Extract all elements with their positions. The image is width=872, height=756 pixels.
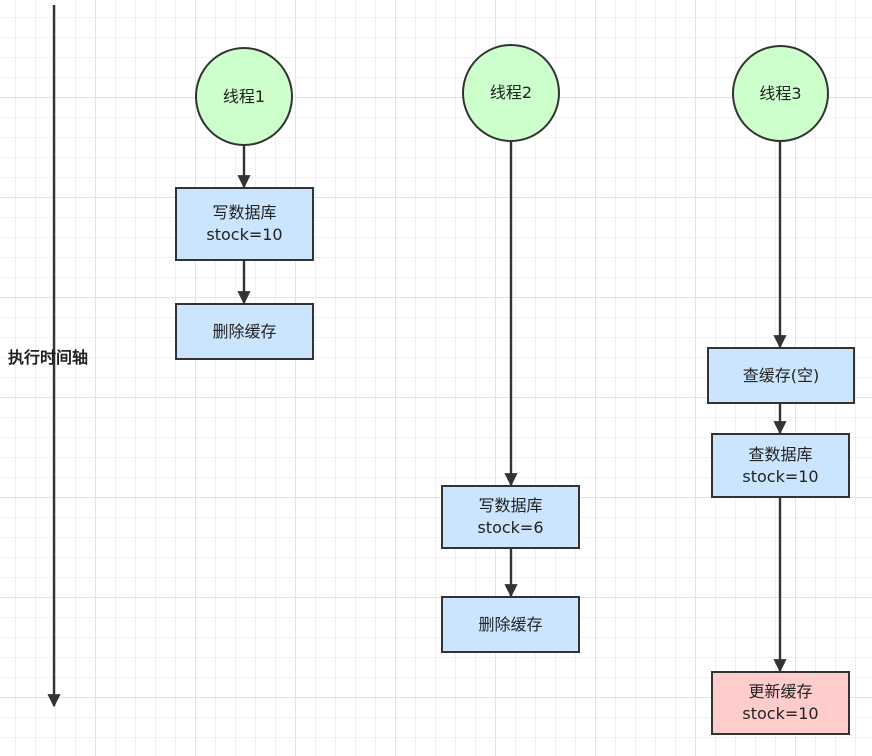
thread1-label: 线程1 <box>222 86 266 106</box>
thread2-write-db-title: 写数据库 <box>478 496 543 515</box>
thread2-label: 线程2 <box>489 83 533 102</box>
thread3-query-cache-title: 查缓存(空) <box>742 365 820 385</box>
thread2-delete-cache-title: 删除缓存 <box>478 614 543 634</box>
thread3-query-db-title: 查数据库 <box>748 444 813 464</box>
time-axis-label: 执行时间轴 <box>8 348 89 367</box>
thread3-query-db-value: stock=10 <box>742 466 819 486</box>
thread2-write-db-value: stock=6 <box>477 518 544 537</box>
thread3-query-cache-box: 查缓存(空) <box>707 347 855 404</box>
thread1-delete-cache-box: 删除缓存 <box>175 303 314 360</box>
thread1-write-db-value: stock=10 <box>206 225 283 244</box>
thread3-query-db-box: 查数据库 stock=10 <box>711 433 850 498</box>
thread2-delete-cache-box: 删除缓存 <box>441 596 580 653</box>
thread3-label: 线程3 <box>759 83 802 103</box>
thread2-node: 线程2 <box>462 44 560 142</box>
thread3-update-cache-box: 更新缓存 stock=10 <box>711 671 850 735</box>
thread3-node: 线程3 <box>732 45 829 142</box>
thread1-write-db-title: 写数据库 <box>212 203 277 222</box>
thread2-write-db-box: 写数据库 stock=6 <box>441 485 580 549</box>
thread3-update-cache-title: 更新缓存 <box>748 682 813 701</box>
thread3-update-cache-value: stock=10 <box>742 704 819 723</box>
thread1-node: 线程1 <box>195 47 293 146</box>
thread1-delete-cache-title: 删除缓存 <box>212 321 277 341</box>
thread1-write-db-box: 写数据库 stock=10 <box>175 187 314 261</box>
